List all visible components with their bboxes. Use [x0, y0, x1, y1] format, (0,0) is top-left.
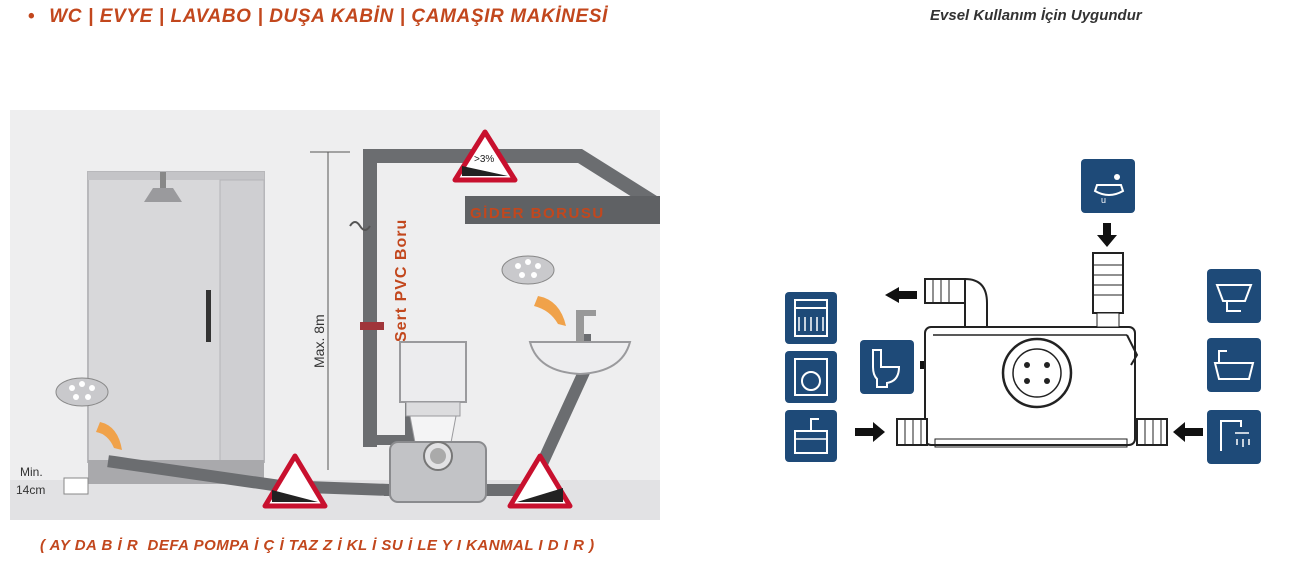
- kitchen-sink-icon: [785, 410, 837, 462]
- pump-connection-panel: u: [785, 159, 1261, 464]
- dishwasher-icon: [785, 292, 837, 344]
- drain-pipe-label: GİDER BORUSU: [470, 205, 605, 222]
- slope-top-label: >3%: [474, 154, 494, 165]
- shower-icon: [1207, 410, 1261, 464]
- slope-indicator-right: >2%: [507, 453, 573, 509]
- pipe-break-icon: [349, 221, 371, 231]
- basin-icon: [1207, 269, 1261, 323]
- right-side-inlet-fitting: [1136, 418, 1168, 446]
- installation-diagram: GİDER BORUSU Sert PVC Boru Max. 8m Min. …: [10, 110, 660, 520]
- left-inlet-arrow-icon: [855, 422, 885, 442]
- fixtures-header: • WC | EVYE | LAVABO | DUŞA KABİN | ÇAMAŞ…: [28, 6, 608, 28]
- pump-unit: [924, 326, 1139, 448]
- suitability-note: Evsel Kullanım İçin Uygundur: [930, 7, 1142, 24]
- basin-flow-arrow-icon: [534, 296, 566, 326]
- washbasin: [528, 310, 632, 376]
- bathtub-icon: [1207, 338, 1261, 392]
- right-inlet-arrow-icon: [1173, 422, 1203, 442]
- washing-machine-icon: [785, 351, 837, 403]
- fixtures-line: WC | EVYE | LAVABO | DUŞA KABİN | ÇAMAŞI…: [49, 6, 608, 27]
- outlet-elbow-fitting: [924, 277, 988, 328]
- slope-indicator-top: >3%: [452, 129, 518, 183]
- bidet-icon: u: [1081, 159, 1135, 213]
- inlet-down-arrow-icon: [1097, 223, 1117, 247]
- outlet-left-arrow-icon: [885, 287, 917, 303]
- floor-drain-grate-icon: [55, 377, 109, 407]
- left-side-inlet-fitting: [896, 418, 928, 446]
- bullet-icon: •: [28, 6, 36, 27]
- macerator-pump: [389, 441, 487, 503]
- drain-pipe: [465, 196, 660, 224]
- toilet: [399, 341, 467, 449]
- pipe-clamp: [360, 322, 384, 330]
- max-height-label: Max. 8m: [311, 314, 327, 368]
- maintenance-note: ( AY DA B İ R DEFA POMPA İ Ç İ TAZ Z İ K…: [40, 537, 595, 554]
- min-height-label-line2: 14cm: [16, 483, 45, 497]
- toilet-icon: [860, 340, 914, 394]
- min-height-marker: [63, 477, 89, 495]
- rigid-pipe-label: Sert PVC Boru: [393, 219, 410, 342]
- shower-cabin: [87, 171, 265, 484]
- basin-drain-grate-icon: [501, 255, 555, 285]
- top-inlet-fitting: [1092, 252, 1124, 328]
- flow-arrow-icon: [96, 422, 122, 450]
- slope-indicator-left: >2%: [262, 453, 328, 509]
- svg-text:u: u: [1101, 195, 1106, 205]
- slope-left-label: >2%: [282, 482, 302, 493]
- min-height-label-line1: Min.: [20, 465, 43, 479]
- slope-right-label: >2%: [530, 482, 550, 493]
